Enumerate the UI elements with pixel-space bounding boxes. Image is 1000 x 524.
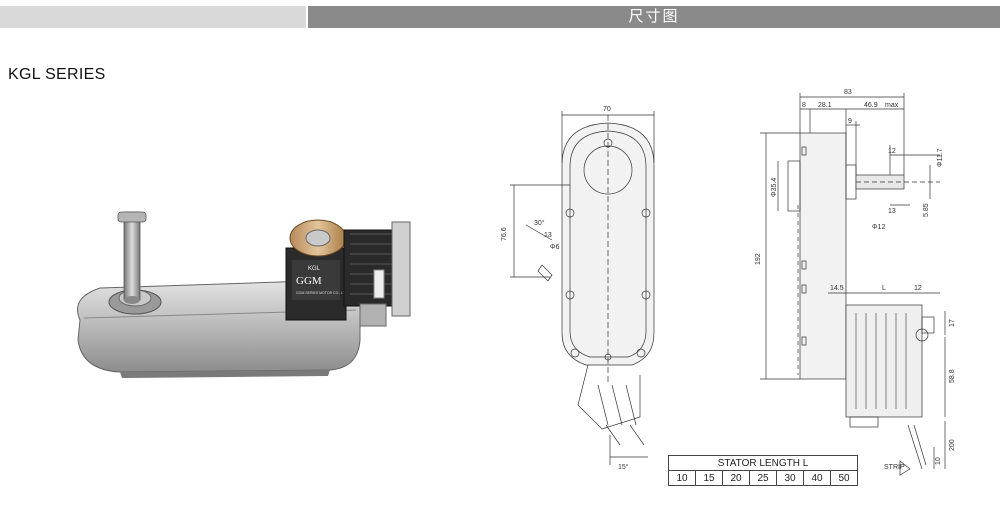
stator-value: 20 bbox=[722, 470, 750, 486]
photo-company-label: GGM SERIES MOTOR CO., LTD. bbox=[296, 291, 349, 295]
stator-table-title: STATOR LENGTH L bbox=[668, 455, 858, 471]
photo-brand-label: GGM bbox=[296, 275, 322, 287]
title-bar: 尺寸图 bbox=[0, 0, 1000, 32]
dimension-drawing: 70 76.6 30° 13 Φ6 15° 83 8 28.1 46.9 max… bbox=[490, 85, 1000, 490]
strip-label: STRIP bbox=[884, 464, 905, 471]
front-height-dim: 76.6 bbox=[501, 227, 508, 241]
side-dim-588: 58.8 bbox=[949, 369, 956, 383]
stator-value: 10 bbox=[668, 470, 696, 486]
side-dim-8: 8 bbox=[802, 102, 806, 109]
front-exit-angle: 15° bbox=[618, 463, 629, 471]
title-bar-left-segment bbox=[0, 6, 306, 28]
side-dim-13: 13 bbox=[888, 208, 896, 215]
side-dim-10: 10 bbox=[935, 457, 942, 465]
side-dim-354: Φ35.4 bbox=[771, 178, 778, 197]
side-dim-12-dia: Φ12 bbox=[872, 224, 885, 231]
side-dim-17: 17 bbox=[949, 319, 956, 327]
side-dim-200: 200 bbox=[949, 439, 956, 451]
side-dim-145: 14.5 bbox=[830, 285, 844, 292]
stator-value: 15 bbox=[695, 470, 723, 486]
photo-model-label: KGL bbox=[308, 266, 321, 272]
front-hole-dim: 13 bbox=[544, 232, 552, 239]
side-dim-46: 46.9 bbox=[864, 102, 878, 109]
front-dia-dim: Φ6 bbox=[550, 244, 560, 251]
stator-value: 25 bbox=[749, 470, 777, 486]
side-dim-28: 28.1 bbox=[818, 102, 832, 109]
side-dim-12a: 12 bbox=[888, 148, 896, 155]
stator-value: 30 bbox=[776, 470, 804, 486]
side-overall-dim: 83 bbox=[844, 89, 852, 96]
side-dim-117: Φ11.7 bbox=[937, 148, 944, 167]
front-angle-dim: 30° bbox=[534, 219, 545, 227]
stator-value: 50 bbox=[830, 470, 858, 486]
front-width-dim: 70 bbox=[603, 106, 611, 113]
stator-length-table: STATOR LENGTH L 10 15 20 25 30 40 50 bbox=[668, 455, 858, 486]
side-dim-9: 9 bbox=[848, 118, 852, 125]
stator-value: 40 bbox=[803, 470, 831, 486]
side-dim-L: L bbox=[882, 285, 886, 292]
motor-photo-illustration: KGL GGM GGM SERIES MOTOR CO., LTD. bbox=[77, 211, 411, 378]
dimension-drawing-svg: 70 76.6 30° 13 Φ6 15° 83 8 28.1 46.9 max… bbox=[501, 89, 956, 476]
section-title: 尺寸图 bbox=[308, 6, 1000, 28]
side-dim-12b: 12 bbox=[914, 285, 922, 292]
series-title: KGL SERIES bbox=[8, 66, 106, 83]
side-dim-585: 5.85 bbox=[923, 203, 930, 217]
side-dim-192: 192 bbox=[755, 253, 762, 265]
side-dim-46-note: max bbox=[885, 102, 899, 109]
product-photo: KGL GGM GGM SERIES MOTOR CO., LTD. bbox=[60, 200, 420, 395]
